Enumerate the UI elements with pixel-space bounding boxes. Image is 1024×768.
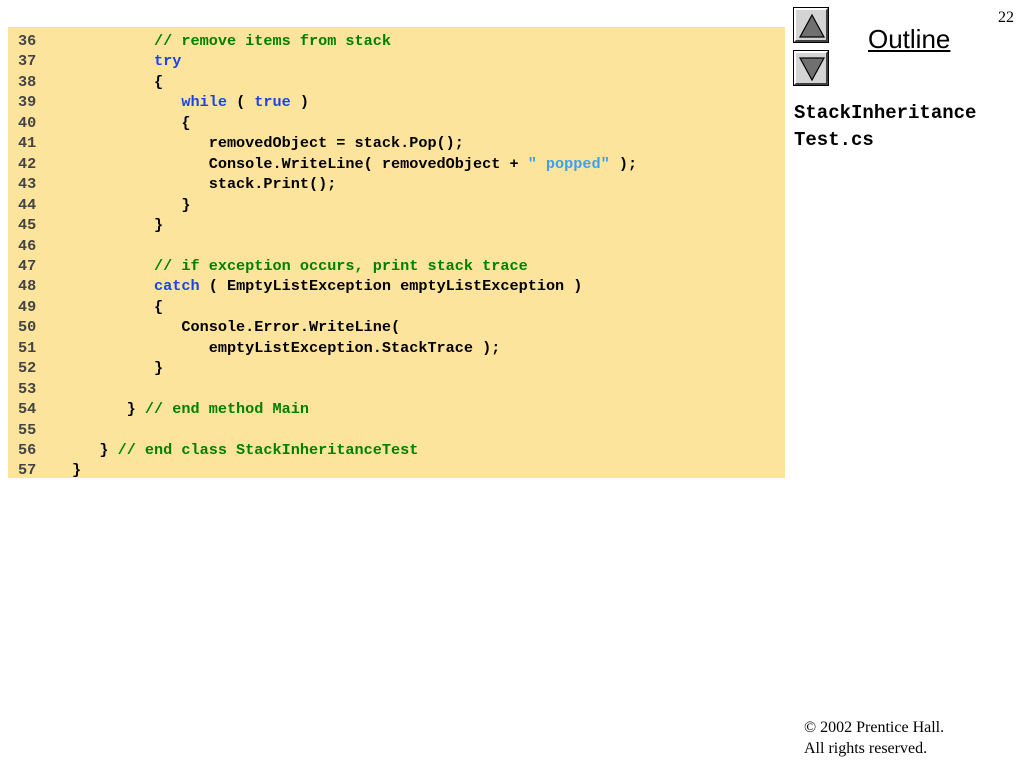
code-text: }	[72, 215, 163, 235]
code-text: stack.Print();	[72, 174, 337, 194]
line-number: 40	[18, 113, 37, 132]
line-number: 53	[18, 379, 37, 398]
line-number: 44	[18, 195, 37, 214]
code-token: Console.WriteLine( removedObject +	[72, 154, 528, 173]
code-comment: // remove items from stack	[154, 32, 391, 50]
code-text: // if exception occurs, print stack trac…	[72, 256, 528, 276]
line-number: 49	[18, 297, 37, 316]
triangle-down-icon	[798, 57, 826, 82]
file-name-line-1: StackInheritance	[794, 102, 977, 124]
line-number: 38	[18, 72, 37, 91]
code-text: } // end method Main	[72, 399, 309, 419]
code-text: catch ( EmptyListException emptyListExce…	[72, 276, 582, 296]
copyright-line-2: All rights reserved.	[804, 740, 928, 757]
line-number: 47	[18, 256, 37, 275]
code-token: emptyListException.StackTrace );	[72, 338, 501, 357]
code-token: }	[72, 461, 82, 480]
line-number: 39	[18, 93, 37, 112]
copyright-notice: © 2002 Prentice Hall. All rights reserve…	[804, 717, 944, 759]
code-token: {	[72, 297, 164, 316]
code-text: Console.WriteLine( removedObject + " pop…	[72, 154, 637, 174]
code-token: )	[290, 93, 309, 112]
line-number: 42	[18, 154, 37, 173]
previous-slide-button[interactable]	[793, 7, 829, 43]
code-text: }	[72, 195, 190, 215]
code-text: {	[72, 297, 163, 317]
code-text: } // end class StackInheritanceTest	[72, 440, 418, 460]
line-number: 36	[18, 32, 37, 50]
code-token: }	[72, 400, 145, 419]
code-text: // remove items from stack	[72, 31, 391, 51]
file-name: StackInheritance Test.cs	[794, 100, 976, 154]
code-text: {	[72, 113, 190, 133]
code-token: ( EmptyListException emptyListException …	[199, 277, 583, 296]
line-number: 46	[18, 236, 37, 255]
code-token	[72, 257, 154, 275]
line-number: 37	[18, 52, 37, 71]
code-token: );	[609, 154, 638, 173]
line-number: 48	[18, 277, 37, 296]
code-token: {	[72, 72, 164, 91]
code-keyword: try	[154, 52, 182, 71]
code-text: while ( true )	[72, 92, 309, 112]
code-text: removedObject = stack.Pop();	[72, 133, 464, 153]
line-number: 57	[18, 461, 37, 480]
code-token: Console.Error.WriteLine(	[72, 318, 401, 337]
code-keyword: while	[181, 93, 227, 112]
line-number: 54	[18, 400, 37, 419]
code-token	[72, 32, 154, 50]
code-comment: // end method Main	[144, 400, 309, 419]
page-number: 22	[998, 9, 1014, 26]
line-number: 50	[18, 318, 37, 337]
file-name-line-2: Test.cs	[794, 129, 874, 151]
line-number: 51	[18, 338, 37, 357]
code-comment: // if exception occurs, print stack trac…	[154, 256, 528, 275]
code-token: (	[226, 93, 255, 112]
code-token	[72, 52, 154, 70]
code-text: try	[72, 51, 181, 71]
triangle-up-icon	[798, 13, 826, 38]
code-token: }	[72, 195, 191, 214]
line-number: 55	[18, 420, 37, 439]
code-token: }	[72, 216, 164, 235]
code-text: {	[72, 72, 163, 92]
line-number: 56	[18, 441, 37, 459]
line-number: 52	[18, 359, 37, 378]
code-token	[72, 93, 181, 111]
code-token: }	[72, 441, 118, 459]
code-comment: // end class StackInheritanceTest	[117, 441, 419, 459]
code-listing: 36 // remove items from stack 37 try 38 {3…	[8, 27, 785, 480]
code-token: }	[72, 359, 164, 378]
code-keyword: catch	[154, 277, 200, 296]
code-token: stack.Print();	[72, 175, 337, 194]
next-slide-button[interactable]	[793, 50, 829, 86]
code-text: }	[72, 358, 163, 378]
code-token: removedObject = stack.Pop();	[72, 134, 464, 153]
line-number: 43	[18, 175, 37, 194]
copyright-line-1: © 2002 Prentice Hall.	[804, 719, 945, 736]
code-text: emptyListException.StackTrace );	[72, 338, 501, 358]
code-keyword: true	[254, 93, 291, 112]
code-string: " popped"	[527, 154, 610, 173]
line-number: 41	[18, 134, 37, 153]
code-text: }	[72, 460, 81, 480]
code-token	[72, 277, 154, 295]
outline-link[interactable]: Outline	[868, 24, 951, 54]
line-number: 45	[18, 216, 37, 235]
code-token: {	[72, 113, 191, 132]
code-text: Console.Error.WriteLine(	[72, 317, 400, 337]
